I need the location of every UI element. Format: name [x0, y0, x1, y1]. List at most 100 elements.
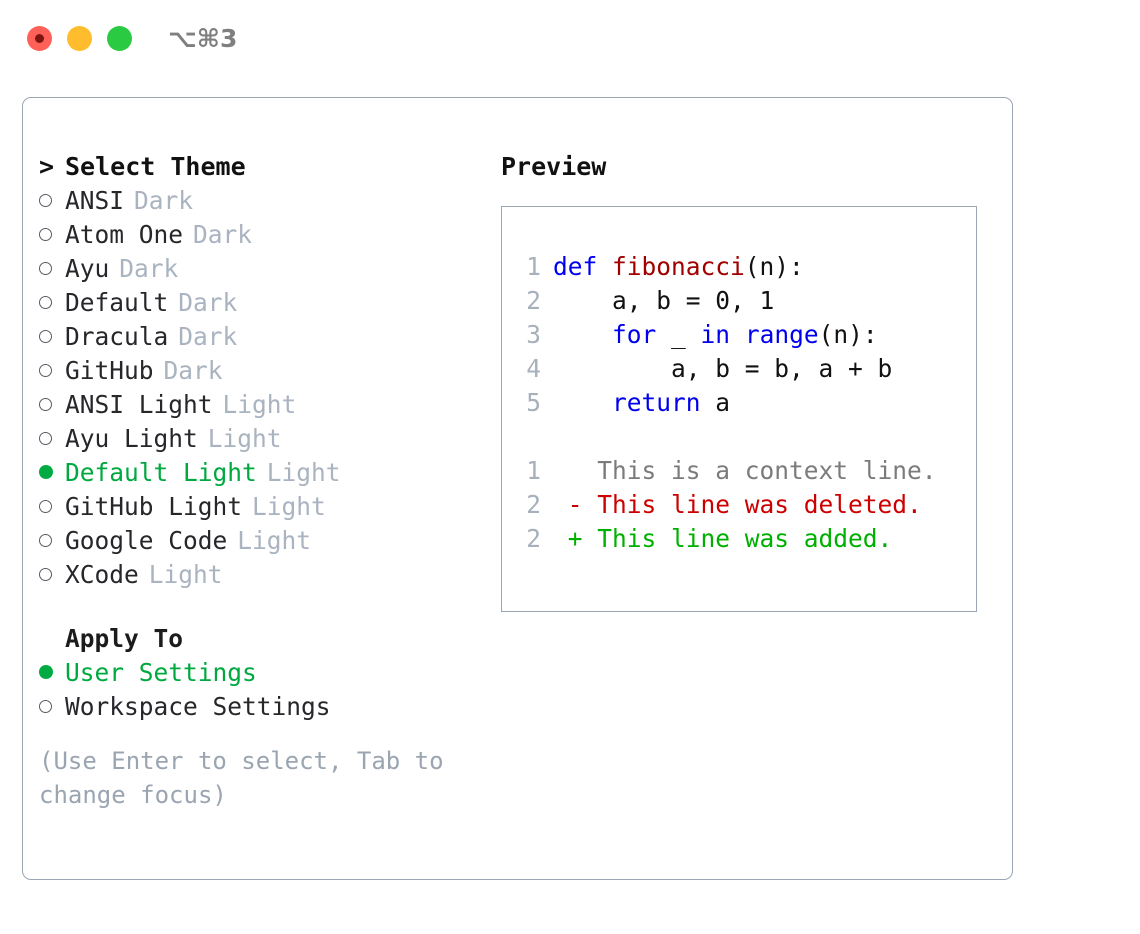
- code-token: (n):: [744, 252, 804, 281]
- select-theme-heading: >Select Theme: [39, 150, 479, 184]
- theme-variant-badge: Dark: [119, 254, 179, 283]
- code-line: 1 def fibonacci(n):: [519, 250, 937, 284]
- apply-option-label: User Settings: [65, 658, 257, 687]
- theme-option-label: Atom One: [65, 220, 184, 249]
- theme-option-label: Google Code: [65, 526, 228, 555]
- line-number: 1: [526, 252, 541, 281]
- code-token: a: [700, 388, 731, 417]
- preview-title: Preview: [501, 152, 607, 181]
- line-number: 2: [526, 286, 541, 315]
- code-line: 3 for _ in range(n):: [519, 318, 937, 352]
- code-line: 4 a, b = b, a + b: [519, 352, 937, 386]
- radio-empty-icon: [39, 699, 52, 713]
- row-marker: [39, 456, 65, 490]
- diff-line-text: + This line was added.: [553, 524, 893, 553]
- line-number: 3: [526, 320, 541, 349]
- theme-option-default-light[interactable]: Default Light Light: [39, 456, 479, 490]
- radio-empty-icon: [39, 295, 52, 309]
- code-token: for: [612, 320, 657, 349]
- theme-option-label: Ayu: [65, 254, 110, 283]
- zoom-button[interactable]: [107, 26, 132, 51]
- radio-empty-icon: [39, 499, 52, 513]
- title-bar: ⌥⌘3: [0, 0, 1140, 78]
- row-marker: [39, 656, 65, 690]
- code-token: in: [700, 320, 731, 349]
- section-spacer: [39, 592, 479, 622]
- theme-option-label: GitHub Light: [65, 492, 243, 521]
- theme-option-ansi[interactable]: ANSI Dark: [39, 184, 479, 218]
- radio-empty-icon: [39, 363, 52, 377]
- theme-variant-badge: Light: [266, 458, 341, 487]
- minimize-button[interactable]: [67, 26, 92, 51]
- theme-option-ayu-light[interactable]: Ayu Light Light: [39, 422, 479, 456]
- code-token: return: [612, 388, 701, 417]
- theme-option-label: Ayu Light: [65, 424, 198, 453]
- code-token: range: [744, 320, 819, 349]
- code-token: [597, 252, 612, 281]
- row-marker: [39, 184, 65, 218]
- line-number: 1: [526, 456, 541, 485]
- keyboard-hint: (Use Enter to select, Tab to change focu…: [39, 747, 444, 809]
- theme-variant-badge: Light: [252, 492, 326, 521]
- theme-variant-badge: Dark: [178, 288, 238, 317]
- theme-option-label: Default Light: [65, 458, 257, 487]
- theme-option-ayu[interactable]: Ayu Dark: [39, 252, 479, 286]
- row-marker: [39, 252, 65, 286]
- theme-option-label: ANSI: [65, 186, 125, 215]
- code-line: 2 a, b = 0, 1: [519, 284, 937, 318]
- radio-empty-icon: [39, 533, 52, 547]
- diff-line-add: 2 + This line was added.: [519, 522, 937, 556]
- radio-selected-icon: [39, 665, 53, 679]
- theme-option-default[interactable]: Default Dark: [39, 286, 479, 320]
- diff-line-text: - This line was deleted.: [553, 490, 922, 519]
- code-token: _: [656, 320, 701, 349]
- radio-empty-icon: [39, 431, 52, 445]
- theme-option-label: ANSI Light: [65, 390, 213, 419]
- code-token: fibonacci: [612, 252, 745, 281]
- radio-selected-icon: [39, 465, 53, 479]
- code-token: (n):: [818, 320, 878, 349]
- theme-option-atom-one[interactable]: Atom One Dark: [39, 218, 479, 252]
- line-number: 5: [526, 388, 541, 417]
- code-token: a, b = 0, 1: [553, 286, 775, 315]
- apply-option-workspace-settings[interactable]: Workspace Settings: [39, 690, 479, 724]
- theme-option-github-light[interactable]: GitHub Light Light: [39, 490, 479, 524]
- row-marker: [39, 218, 65, 252]
- code-blank-line: [519, 420, 937, 454]
- theme-option-label: Default: [65, 288, 169, 317]
- radio-empty-icon: [39, 397, 52, 411]
- theme-variant-badge: Dark: [134, 186, 194, 215]
- theme-option-label: GitHub: [65, 356, 154, 385]
- code-token: [553, 388, 612, 417]
- close-button[interactable]: [27, 26, 52, 51]
- theme-option-label: Dracula: [65, 322, 169, 351]
- row-marker: [39, 286, 65, 320]
- code-token: def: [553, 252, 598, 281]
- theme-option-google-code[interactable]: Google Code Light: [39, 524, 479, 558]
- diff-line-del: 2 - This line was deleted.: [519, 488, 937, 522]
- row-marker: [39, 320, 65, 354]
- theme-variant-badge: Light: [207, 424, 282, 453]
- theme-variant-badge: Dark: [193, 220, 253, 249]
- row-marker: [39, 524, 65, 558]
- radio-empty-icon: [39, 193, 52, 207]
- theme-variant-badge: Light: [222, 390, 297, 419]
- apply-option-user-settings[interactable]: User Settings: [39, 656, 479, 690]
- theme-option-ansi-light[interactable]: ANSI Light Light: [39, 388, 479, 422]
- line-number: 2: [526, 490, 541, 519]
- theme-option-label: XCode: [65, 560, 139, 589]
- diff-line-ctx: 1 This is a context line.: [519, 454, 936, 488]
- radio-empty-icon: [39, 567, 52, 581]
- theme-variant-badge: Light: [237, 526, 312, 555]
- row-marker: [39, 354, 65, 388]
- select-theme-label: Select Theme: [65, 152, 246, 181]
- code-token: a, b = b, a + b: [553, 354, 893, 383]
- code-token: [553, 320, 612, 349]
